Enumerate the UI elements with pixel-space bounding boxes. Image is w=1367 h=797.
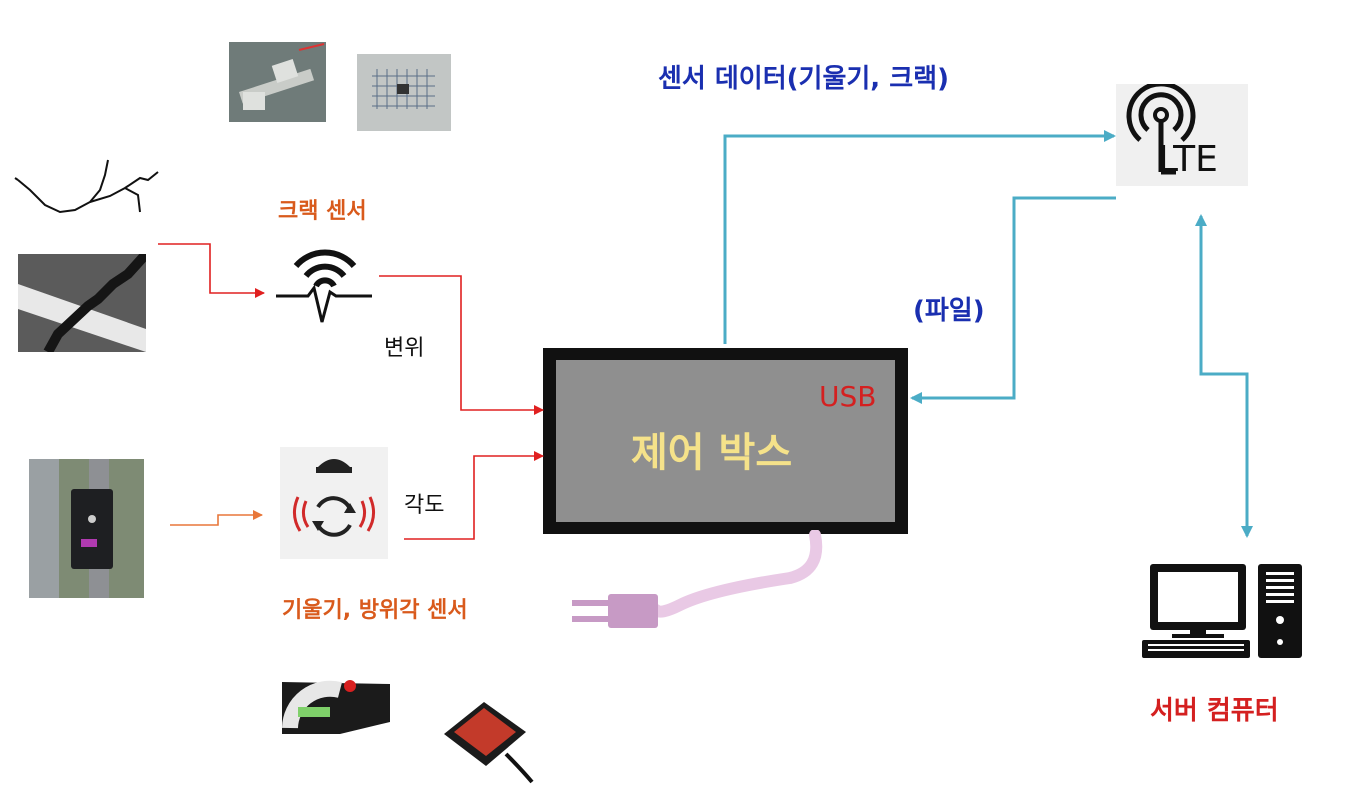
arrow-field-to-tilt [170,510,263,526]
grid-sensor-photo [357,54,451,131]
usb-label: USB [819,380,877,413]
sensor-data-label: 센서 데이터(기울기, 크랙) [658,64,949,94]
displacement-label: 변위 [384,336,425,361]
arrow-box-to-lte [723,130,1116,344]
server-computer-label: 서버 컴퓨터 [1150,696,1279,726]
wifi-displacement-icon [276,249,372,323]
arrow-crack-to-sensor [158,243,265,298]
crack-sensor-label: 크랙 센서 [278,199,367,224]
inclinometer-photo [436,694,534,786]
control-box [543,348,908,534]
arrow-lte-to-usb [910,196,1116,404]
crack-road-photo [18,254,146,352]
angle-label: 각도 [404,493,445,518]
lte-antenna-icon: LTE [1116,81,1248,186]
field-install-photo [29,459,144,598]
lte-text: LTE [1158,139,1218,180]
tilt-sensor-label: 기울기, 방위각 센서 [282,598,468,623]
tilt-rotation-icon [280,447,388,559]
desktop-computer-icon [1142,564,1302,658]
file-label: (파일) [913,296,985,326]
arrow-sensor-to-box [379,275,544,415]
crack-gauge-photo [229,42,326,122]
protractor-photo [280,672,392,738]
power-cable-icon [572,530,823,628]
arrow-lte-server [1195,214,1253,538]
arrow-tilt-to-box [404,451,544,540]
control-box-title: 제어 박스 [631,430,793,476]
